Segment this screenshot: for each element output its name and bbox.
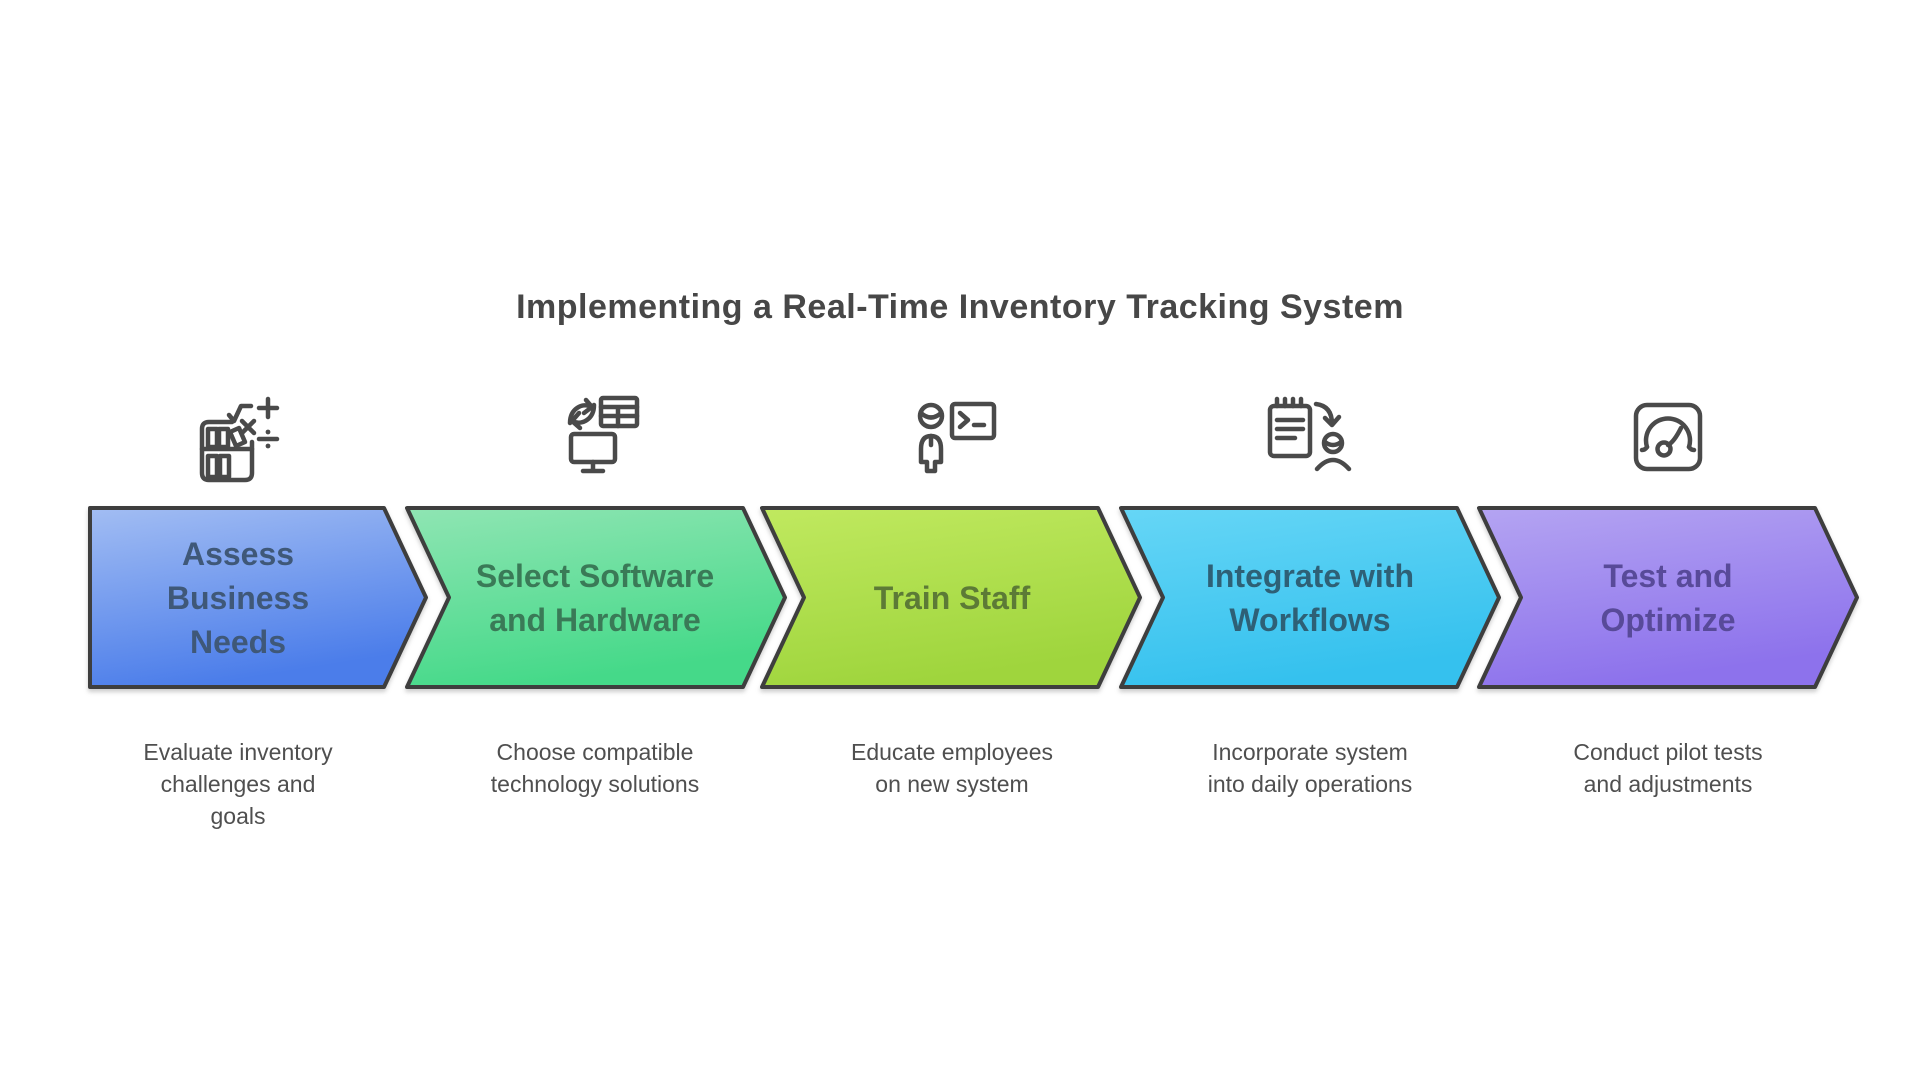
step-arrow <box>1477 506 1859 689</box>
step-arrow <box>1119 506 1501 689</box>
step-description: Choose compatible technology solutions <box>490 739 700 797</box>
step-label: Integrate with Workflows <box>1205 557 1414 638</box>
step-description: Incorporate system into daily operations <box>1207 739 1413 797</box>
step-label: Train Staff <box>873 579 1031 616</box>
step-arrow <box>760 506 1142 689</box>
page-title: Implementing a Real-Time Inventory Track… <box>516 288 1404 326</box>
step-label: Select Software and Hardware <box>475 557 715 638</box>
monitor-sync-table-icon <box>567 395 640 474</box>
step-description: Evaluate inventory challenges and goals <box>143 739 333 829</box>
step-label: Test and Optimize <box>1600 557 1736 638</box>
bookshelf-math-icon <box>199 396 280 483</box>
trainer-presentation-icon <box>917 401 997 474</box>
step-description: Educate employees on new system <box>850 739 1053 797</box>
step-arrow <box>88 506 428 689</box>
step-arrow <box>405 506 787 689</box>
gauge-icon <box>1633 402 1703 472</box>
step-description: Conduct pilot tests and adjustments <box>1573 739 1763 797</box>
clipboard-assign-icon <box>1267 396 1352 472</box>
step-label: Assess Business Needs <box>166 535 310 660</box>
